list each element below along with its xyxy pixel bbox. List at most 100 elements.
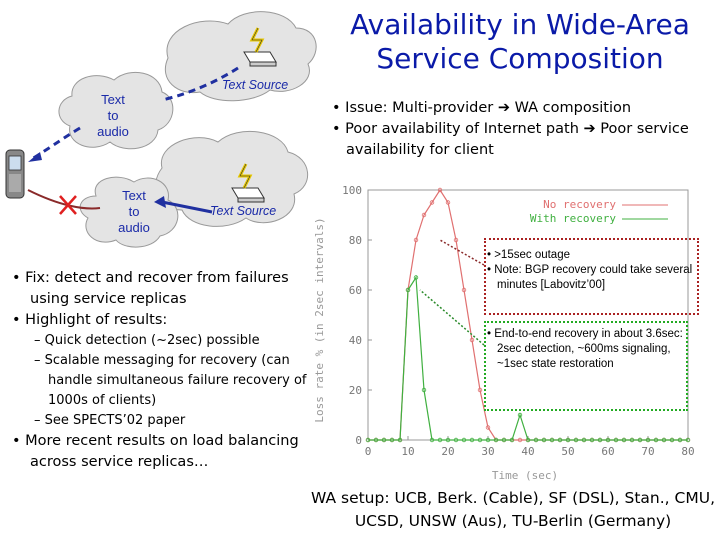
with-recovery-point [661,437,667,443]
with-recovery-point [605,437,611,443]
with-recovery-point [637,437,643,443]
note-outage-line-1: • >15sec outage [487,249,570,261]
with-recovery-point [461,437,467,443]
cloud-text-to-audio-top [58,71,174,150]
arrowhead-icon [28,152,42,162]
issues-list: • Issue: Multi-provider ➔ WA composition… [332,98,717,161]
with-recovery-point [389,437,395,443]
text-to-audio-top-l3: audio [97,124,129,139]
with-recovery-point [429,437,435,443]
with-recovery-point [365,437,371,443]
no-recovery-point [437,187,443,193]
title-line-2: Service Composition [376,42,664,75]
bullet-fix: • Fix: detect and recover from failures … [12,270,289,307]
no-recovery-point [517,437,523,443]
server-icon-bottom [231,163,265,203]
wa-setup-caption: WA setup: UCB, Berk. (Cable), SF (DSL), … [310,489,715,530]
no-recovery-point [445,200,451,205]
issue-item-1: • Issue: Multi-provider ➔ WA composition [332,100,632,116]
with-recovery-point [453,437,459,443]
with-recovery-point [493,437,499,443]
with-recovery-point [629,437,635,443]
with-recovery-point [373,437,379,443]
with-recovery-point [549,437,555,443]
with-recovery-point [677,437,683,443]
with-recovery-point [533,437,539,443]
x-tick-label: 50 [561,445,574,458]
with-recovery-point [469,437,475,443]
with-recovery-point [381,437,387,443]
chart-legend: No recovery With recovery [530,198,668,225]
with-recovery-point [517,412,523,418]
with-recovery-point [501,437,507,443]
x-tick-label: 60 [601,445,614,458]
results-bullets: • Fix: detect and recover from failures … [12,268,312,473]
chart-series-group [365,187,691,443]
text-to-audio-top-l2: to [108,108,119,123]
no-recovery-point [413,237,419,243]
x-tick-label: 40 [521,445,534,458]
legend-with-recovery: With recovery [530,212,616,225]
with-recovery-point [397,437,403,443]
y-tick-label: 80 [349,234,362,247]
sub-bullet-detection: – Quick detection (~2sec) possible [34,333,260,348]
text-to-audio-bottom-l1: Text [122,188,146,203]
with-recovery-point [573,437,579,443]
with-recovery-point [509,437,515,443]
with-recovery-point [597,437,603,443]
with-recovery-point [413,275,419,280]
no-recovery-point [485,425,491,430]
failure-x-icon [59,195,77,215]
with-recovery-point [581,437,587,443]
with-recovery-point [613,437,619,443]
no-recovery-point [461,287,467,293]
series-line-with-recovery [368,275,688,441]
cloud-text-source-top [164,11,317,102]
no-recovery-point [453,237,459,243]
no-recovery-point [429,200,435,205]
title-line-1: Availability in Wide-Area [350,8,690,41]
chart-xlabel: Time (sec) [492,469,558,482]
with-recovery-point [621,437,627,443]
with-recovery-point [669,437,675,443]
bullet-highlight: • Highlight of results: [12,312,168,328]
sub-bullet-messaging: – Scalable messaging for recovery (can h… [34,353,307,408]
no-recovery-point [469,337,475,343]
legend-no-recovery: No recovery [543,198,616,211]
arrowhead-bottom-icon [154,196,166,208]
annotation-arrow-recovery [419,289,485,346]
chart-ylabel: Loss rate % (in 2sec intervals) [313,217,326,422]
text-source-label-bottom: Text Source [210,204,276,218]
y-tick-label: 40 [349,334,362,347]
with-recovery-point [477,437,483,443]
text-to-audio-top-l1: Text [101,92,125,107]
with-recovery-point [565,437,571,443]
y-tick-label: 20 [349,384,362,397]
x-tick-label: 80 [681,445,694,458]
note-outage-line-2: • Note: BGP recovery could take several … [487,264,693,291]
with-recovery-point [589,437,595,443]
with-recovery-point [485,437,491,443]
cloud-text-to-audio-bottom [79,176,179,248]
with-recovery-point [685,437,691,443]
with-recovery-point [421,387,427,393]
with-recovery-point [541,437,547,443]
with-recovery-point [557,437,563,443]
note-recovery: • End-to-end recovery in about 3.6sec: 2… [485,327,685,372]
no-recovery-point [477,387,483,393]
note-outage: • >15sec outage • Note: BGP recovery cou… [485,248,695,293]
with-recovery-point [653,437,659,443]
with-recovery-point [405,287,411,293]
x-tick-label: 70 [641,445,654,458]
note-box-outage [484,238,699,315]
service-path [29,66,239,162]
with-recovery-point [525,437,531,443]
y-tick-label: 100 [342,184,362,197]
server-icon-top [243,27,277,67]
x-tick-label: 30 [481,445,494,458]
annotation-arrow-outage [439,239,485,266]
slide-title: Availability in Wide-Area Service Compos… [322,8,718,76]
